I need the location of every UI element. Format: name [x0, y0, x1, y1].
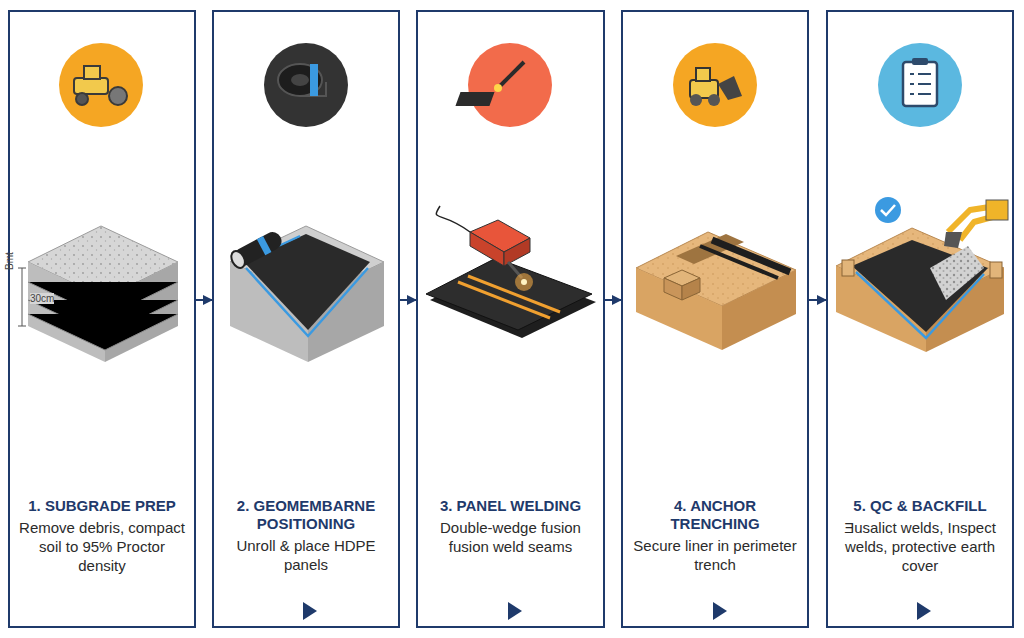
step-heading: 3. PANEL WELDING [426, 497, 595, 515]
step-panel: 2. GEOMEMBARNE POSITIONING Unroll & place… [212, 10, 400, 628]
lined-basin [229, 226, 384, 362]
step-description: Unroll & place HDPE panels [222, 537, 390, 575]
step-text: 1. SUBGRADE PREP Remove debris, compact s… [18, 497, 186, 575]
flow-arrow [400, 299, 416, 301]
anchor-trench [636, 232, 796, 350]
step-heading: 5. QC & BACKFILL [836, 497, 1004, 515]
step-panel: 1. SUBGRADE PREP Remove debris, compact s… [8, 10, 196, 628]
subgrade-block [18, 226, 178, 362]
step-description: Double-wedge fusion fusion weld seams [426, 519, 595, 557]
step-description: Ǝusalict welds, Inspect welds, protectiv… [836, 519, 1004, 575]
flow-arrow [605, 299, 621, 301]
step-panel: 5. QC & BACKFILL Ǝusalict welds, Inspect … [826, 10, 1014, 628]
dimension-label: 30cm [30, 293, 54, 304]
step-heading: 1. SUBGRADE PREP [18, 497, 186, 515]
step-panel: 4. ANCHOR TRENCHING Secure liner in perim… [621, 10, 809, 628]
flow-arrow [809, 299, 826, 301]
step-text: 2. GEOMEMBARNE POSITIONING Unroll & place… [222, 497, 390, 575]
step-text: 5. QC & BACKFILL Ǝusalict welds, Inspect … [836, 497, 1004, 575]
step-description: Secure liner in perimeter trench [631, 537, 799, 575]
welding-sheets [426, 206, 596, 338]
step-panel: 3. PANEL WELDING Double-wedge fusion fusi… [416, 10, 605, 628]
step-text: 4. ANCHOR TRENCHING Secure liner in perim… [631, 497, 799, 575]
backfilled-basin [836, 197, 1008, 352]
step-text: 3. PANEL WELDING Double-wedge fusion fusi… [426, 497, 595, 557]
step-heading: 4. ANCHOR TRENCHING [631, 497, 799, 533]
dimension-label: Bmt [4, 252, 15, 270]
step-heading: 2. GEOMEMBARNE POSITIONING [222, 497, 390, 533]
flow-arrow [196, 299, 212, 301]
flow-chevron [303, 602, 931, 620]
step-description: Remove debris, compact soil to 95% Proct… [18, 519, 186, 575]
